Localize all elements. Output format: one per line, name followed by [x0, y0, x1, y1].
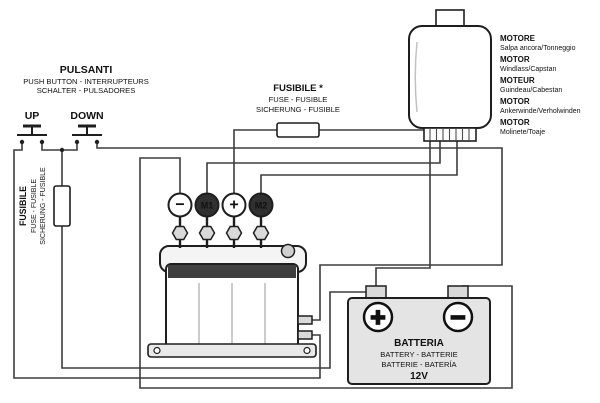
- battery-minus-icon: −: [442, 301, 474, 333]
- motor-shading: [414, 41, 418, 113]
- fuse-main-title: FUSIBILE *: [273, 83, 323, 94]
- control-spade-down: [297, 330, 313, 340]
- pulsanti-subtitle-1: PUSH BUTTON - INTERRUPTEURS: [23, 77, 149, 86]
- wire-motor-m1: [206, 141, 441, 194]
- motor-name-2: MOTEUR: [500, 76, 535, 85]
- main-fuse: FUSIBILE * FUSE - FUSIBLE SICHERUNG - FU…: [256, 83, 340, 138]
- control-box-band: [168, 265, 296, 278]
- terminal-m2-label: M2: [255, 201, 268, 211]
- motor-name-3: MOTOR: [500, 97, 530, 106]
- battery-subtitle-2: BATTERIE - BATERÍA: [381, 360, 457, 369]
- terminal-minus: −: [167, 192, 193, 218]
- pulsanti-title: PULSANTI: [60, 64, 113, 76]
- terminal-plus: +: [221, 192, 247, 218]
- fuse-main-subtitle-2: SICHERUNG - FUSIBLE: [256, 105, 340, 114]
- down-label: DOWN: [70, 110, 103, 122]
- control-box-knob: [280, 243, 296, 259]
- battery-subtitle-1: BATTERY - BATTERIE: [380, 350, 458, 359]
- motor-desc-4: Molinete/Toaje: [500, 129, 545, 136]
- motor-name-1: MOTOR: [500, 55, 530, 64]
- fuse-left-body: [53, 185, 71, 227]
- motor-desc-1: Windlass/Capstan: [500, 66, 557, 73]
- junction-dot: [59, 147, 65, 153]
- motor: MOTORE Salpa ancora/Tonneggio MOTOR Wind…: [408, 9, 581, 142]
- wire-up-button-control: [13, 142, 321, 379]
- terminal-plus-label: +: [229, 197, 238, 214]
- fuse-main-body: [276, 122, 320, 138]
- control-box-base: [147, 343, 317, 358]
- wire-plus-main: [233, 129, 431, 286]
- motor-label-block: MOTORE Salpa ancora/Tonneggio MOTOR Wind…: [500, 34, 581, 136]
- fuse-left-title: FUSIBILE: [18, 186, 28, 226]
- control-box-seams: [198, 283, 266, 344]
- battery-plus-icon: +: [362, 301, 394, 333]
- motor-connector-band: [423, 127, 477, 142]
- wire-down-button-control: [96, 142, 503, 321]
- motor-desc-0: Salpa ancora/Tonneggio: [500, 45, 576, 52]
- control-fuse: FUSIBILE FUSE - FUSIBLE SICHERUNG - FUSI…: [18, 167, 71, 245]
- mounting-hole-right: [303, 346, 311, 355]
- battery-post-plus: [365, 285, 387, 299]
- down-push-button-icon: [72, 124, 102, 145]
- up-label: UP: [25, 110, 40, 122]
- terminal-m1: M1: [194, 192, 220, 218]
- push-buttons: PULSANTI PUSH BUTTON - INTERRUPTEURS SCH…: [17, 64, 149, 145]
- fuse-left-subtitle-2: SICHERUNG - FUSIBLE: [40, 167, 47, 245]
- svg-text:+: +: [370, 302, 385, 332]
- fuse-left-subtitle-1: FUSE - FUSIBLE: [31, 179, 38, 233]
- motor-body: [408, 25, 492, 129]
- mounting-hole-left: [153, 346, 161, 355]
- wires: [13, 129, 513, 389]
- control-box: − M1 + M2: [147, 192, 317, 358]
- battery: + − BATTERIA BATTERY - BATTERIE BATTERIE…: [347, 285, 491, 385]
- wire-motor-m2: [260, 141, 458, 194]
- svg-text:−: −: [450, 302, 465, 332]
- motor-desc-3: Ankerwinde/Verholwinden: [500, 108, 581, 115]
- motor-name-0: MOTORE: [500, 34, 536, 43]
- wire-buttons-common-fused: [41, 142, 366, 369]
- battery-post-minus: [447, 285, 469, 299]
- motor-desc-2: Guindeau/Cabestan: [500, 87, 562, 94]
- terminal-m1-label: M1: [201, 201, 214, 211]
- terminal-hex-nuts: [171, 225, 270, 241]
- motor-name-4: MOTOR: [500, 118, 530, 127]
- pulsanti-subtitle-2: SCHALTER - PULSADORES: [37, 86, 136, 95]
- terminal-minus-label: −: [175, 197, 184, 214]
- battery-voltage: 12V: [410, 371, 428, 382]
- battery-title: BATTERIA: [394, 338, 444, 349]
- terminal-m2: M2: [248, 192, 274, 218]
- terminal-stems: [178, 214, 263, 248]
- wire-minus-main: [139, 157, 513, 389]
- control-spade-up: [297, 315, 313, 325]
- fuse-main-subtitle-1: FUSE - FUSIBLE: [269, 95, 328, 104]
- up-push-button-icon: [17, 124, 47, 145]
